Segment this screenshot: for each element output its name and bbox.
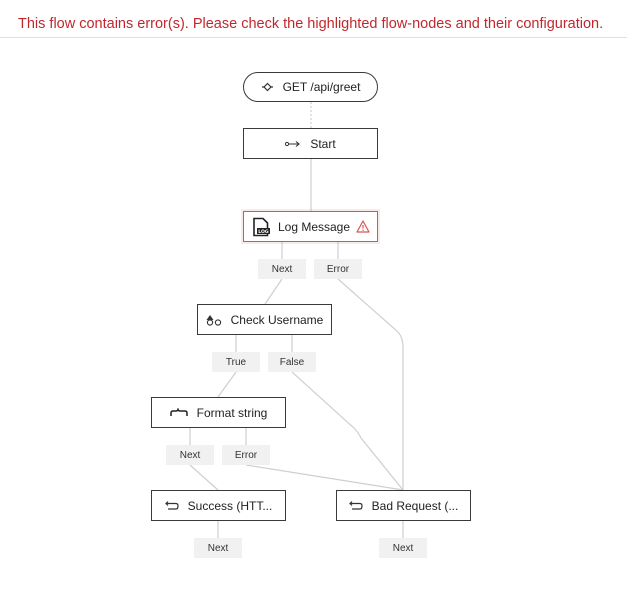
port-check-true[interactable]: True [212, 352, 260, 372]
shapes-icon [206, 314, 222, 326]
return-icon [164, 500, 179, 511]
check-username-label: Check Username [230, 312, 324, 327]
return-icon [348, 500, 363, 511]
log-message-label: Log Message [277, 219, 351, 234]
warning-icon [356, 220, 370, 233]
port-log-next[interactable]: Next [258, 259, 306, 279]
success-label: Success (HTT... [187, 498, 273, 513]
port-log-error[interactable]: Error [314, 259, 362, 279]
format-string-node[interactable]: Format string [151, 397, 286, 428]
start-node[interactable]: Start [243, 128, 378, 159]
arrow-both-icon [285, 140, 301, 148]
error-banner: This flow contains error(s). Please chec… [0, 0, 627, 38]
trigger-node[interactable]: GET /api/greet [243, 72, 378, 102]
braces-icon [169, 408, 188, 417]
log-file-icon: LOG [251, 217, 271, 237]
format-string-label: Format string [196, 405, 268, 420]
success-node[interactable]: Success (HTT... [151, 490, 286, 521]
log-message-node[interactable]: LOG Log Message [243, 211, 378, 242]
port-success-next[interactable]: Next [194, 538, 242, 558]
port-format-next[interactable]: Next [166, 445, 214, 465]
edge-log-error-bad [337, 278, 404, 490]
edge-check-false-bad [291, 371, 404, 491]
bad-request-label: Bad Request (... [371, 498, 459, 513]
edge-check-true-format [217, 371, 237, 398]
start-label: Start [310, 136, 336, 151]
trigger-label: GET /api/greet [282, 80, 361, 94]
port-format-error[interactable]: Error [222, 445, 270, 465]
edge-format-next-success [189, 464, 219, 491]
route-icon [261, 81, 274, 93]
port-bad-next[interactable]: Next [379, 538, 427, 558]
bad-request-node[interactable]: Bad Request (... [336, 490, 471, 521]
port-check-false[interactable]: False [268, 352, 316, 372]
check-username-node[interactable]: Check Username [197, 304, 332, 335]
svg-text:LOG: LOG [258, 228, 269, 234]
edge-log-next-check [264, 278, 283, 305]
edge-format-error-bad [245, 464, 404, 491]
